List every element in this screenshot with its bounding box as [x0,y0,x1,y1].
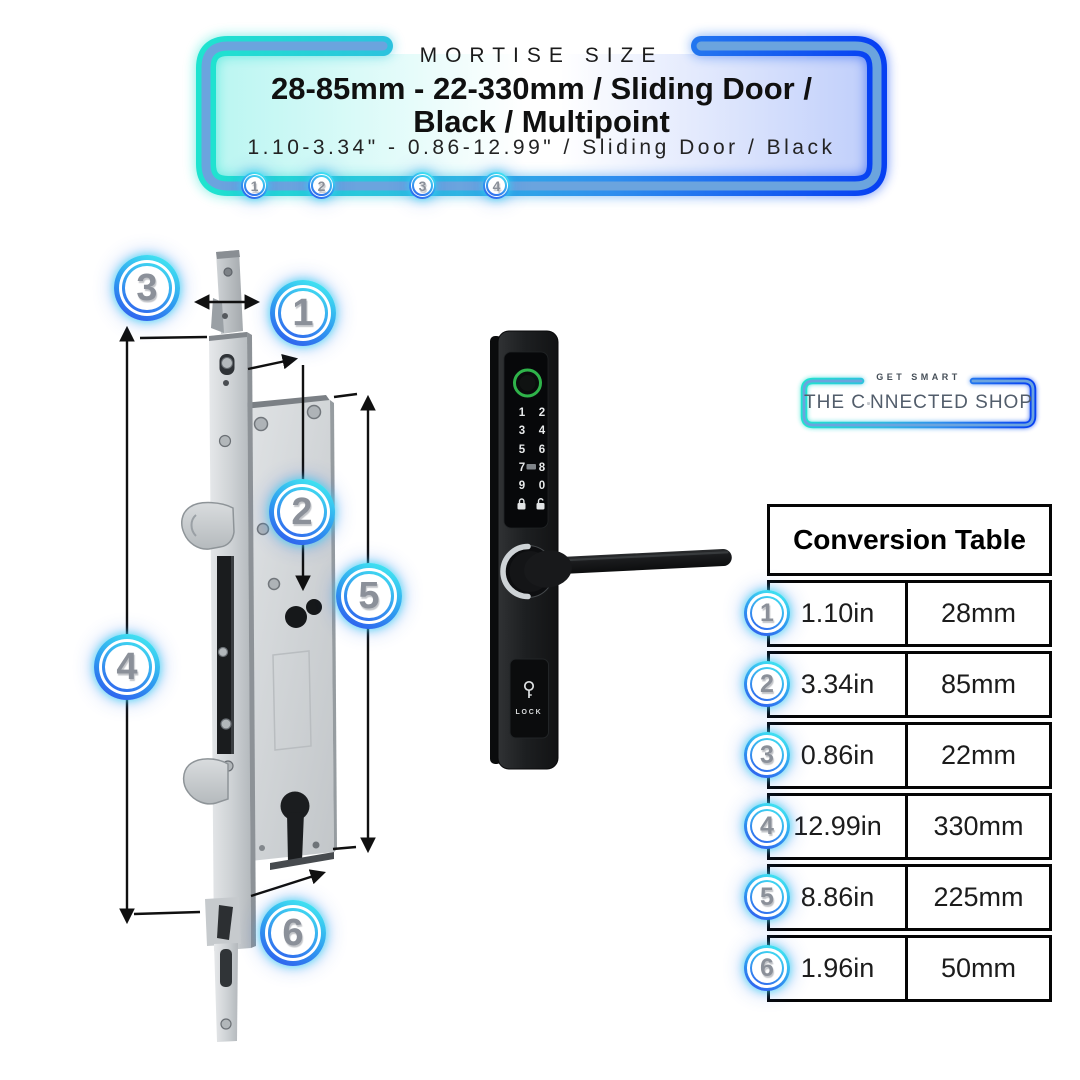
hook-bolt-upper [181,501,235,550]
callout-badge-6: 6 [260,900,326,966]
conversion-table-title: Conversion Table [767,504,1052,576]
lower-key-panel [509,658,549,739]
keypad-digit: 4 [538,425,546,438]
table-row: 3.34in 85mm [767,651,1052,718]
conversion-table: Conversion Table 1.10in 28mm 3.34in 85mm… [767,504,1052,1002]
header-eyebrow: MORTISE SIZE [419,44,664,67]
mm-cell: 28mm [905,580,1052,647]
lock-label: LOCK [515,709,543,716]
header-title-line1: 28-85mm - 22-330mm / Sliding Door / [271,71,812,106]
hook-bolt-lower [182,758,229,805]
table-row: 0.86in 22mm [767,722,1052,789]
header-marker-badge: 1 [241,172,268,199]
dim-4-tick-bottom [133,910,201,916]
callout-badge-2: 2 [269,479,335,545]
keypad-panel [503,351,549,529]
mm-cell: 330mm [905,793,1052,860]
keypad-digit: 0 [538,480,546,493]
table-row-badge: 6 [744,945,790,991]
header-marker-badge: 3 [409,172,436,199]
inches-cell: 3.34in [767,651,908,718]
inches-cell: 8.86in [767,864,908,931]
unlock-icon [536,498,545,510]
smart-lock-handle [490,330,732,770]
table-row-badge: 1 [744,590,790,636]
inches-cell: 1.10in [767,580,908,647]
table-row-badge: 5 [744,874,790,920]
callout-badge-5: 5 [336,563,402,629]
dim-5-tick-bottom [332,845,357,851]
header-frame [196,36,887,196]
header-title-line2: Black / Multipoint [413,104,670,139]
keypad-digit: 6 [538,443,546,456]
wifi-o-icon [866,401,870,405]
lock-case [243,395,337,870]
dim-2-pointer [247,353,299,371]
dim-4-tick-top [139,335,208,340]
table-row-badge: 2 [744,661,790,707]
key-icon [523,680,535,698]
brand-logo-frame [800,377,1037,429]
table-row: 8.86in 225mm [767,864,1052,931]
callout-badge-1: 1 [270,280,336,346]
keypad-digit: 9 [518,480,526,493]
mm-cell: 22mm [905,722,1052,789]
handle-lever [524,549,732,588]
mm-cell: 50mm [905,935,1052,1002]
header-subtitle: 1.10-3.34" - 0.86-12.99" / Sliding Door … [247,136,836,159]
table-row-badge: 3 [744,732,790,778]
top-latch-strip [211,250,243,334]
brand-tagline: GET SMART [876,372,961,382]
keypad-digit: 2 [538,407,546,420]
callout-badge-3: 3 [114,255,180,321]
dim-6-pointer [250,869,326,898]
faceplate [209,332,256,951]
bottom-tail-bolt [205,897,241,1042]
keypad-digit: 8 [538,462,546,475]
header-marker-badge: 4 [483,172,510,199]
table-row: 1.10in 28mm [767,580,1052,647]
keypad: 1 2 3 4 5 6 7 8 9 0 [504,404,557,495]
keypad-digit: 7 [518,462,526,475]
lock-icon [517,498,526,510]
mm-cell: 85mm [905,651,1052,718]
dim-5-tick-top [333,392,358,399]
callout-badge-4: 4 [94,634,160,700]
table-row: 12.99in 330mm [767,793,1052,860]
header-marker-badge: 2 [308,172,335,199]
brand-name: THE C NNECTED SHOP [804,392,1033,413]
table-row: 1.96in 50mm [767,935,1052,1002]
fingerprint-scanner-icon [513,368,542,398]
keypad-digit: 3 [518,425,526,438]
table-row-badge: 4 [744,803,790,849]
mm-cell: 225mm [905,864,1052,931]
keypad-digit: 5 [518,443,526,456]
keypad-digit: 1 [518,407,526,420]
indicator-icon [526,464,536,470]
inches-cell: 12.99in [767,793,908,860]
euro-cylinder-keyhole [280,791,310,862]
